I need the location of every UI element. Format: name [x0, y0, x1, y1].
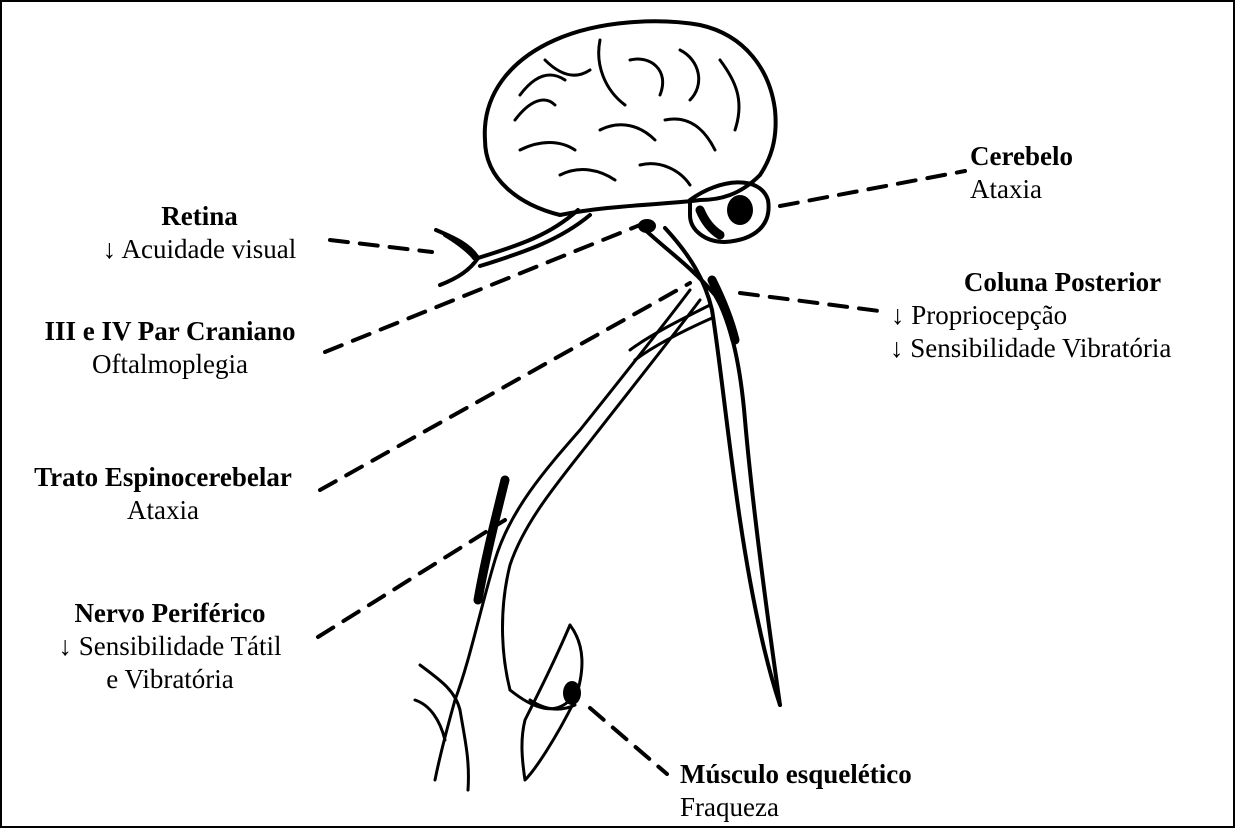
label-cerebelo-effect: Ataxia — [970, 173, 1073, 206]
eye-drawing — [436, 210, 590, 285]
leader-musculo — [590, 708, 667, 774]
label-coluna-effect-2: ↓ Sensibilidade Vibratória — [890, 332, 1235, 365]
label-coluna-posterior: Coluna Posterior ↓ Propriocepção ↓ Sensi… — [890, 266, 1235, 365]
label-par-craniano: III e IV Par Craniano Oftalmoplegia — [20, 315, 320, 381]
label-nervo-periferico: Nervo Periférico ↓ Sensibilidade Tátil e… — [25, 597, 315, 696]
label-trato-espinocerebelar: Trato Espinocerebelar Ataxia — [8, 461, 318, 527]
label-musculo-title: Músculo esquelético — [680, 758, 912, 791]
leader-retina — [330, 240, 432, 252]
label-coluna-effect-1: ↓ Propriocepção — [890, 299, 1235, 332]
label-espino-effect: Ataxia — [8, 494, 318, 527]
label-nervo-effect-2: e Vibratória — [25, 663, 315, 696]
label-craniano-effect: Oftalmoplegia — [20, 348, 320, 381]
label-nervo-effect-1: ↓ Sensibilidade Tátil — [25, 630, 315, 663]
label-cerebelo: Cerebelo Ataxia — [970, 140, 1073, 206]
peripheral-nerve-drawing — [415, 290, 712, 790]
label-retina: Retina ↓ Acuidade visual — [82, 200, 317, 266]
leader-nervo — [318, 520, 505, 637]
lesion-spots — [563, 195, 753, 705]
leader-lines — [318, 171, 965, 774]
brain-drawing — [485, 21, 776, 215]
label-coluna-title: Coluna Posterior — [890, 266, 1235, 299]
label-musculo-esqueletico: Músculo esquelético Fraqueza — [680, 758, 912, 824]
label-cerebelo-title: Cerebelo — [970, 140, 1073, 173]
label-espino-title: Trato Espinocerebelar — [8, 461, 318, 494]
label-retina-title: Retina — [82, 200, 317, 233]
leader-coluna — [740, 293, 887, 312]
label-musculo-effect: Fraqueza — [680, 791, 912, 824]
label-retina-effect: ↓ Acuidade visual — [82, 233, 317, 266]
label-craniano-title: III e IV Par Craniano — [20, 315, 320, 348]
label-nervo-title: Nervo Periférico — [25, 597, 315, 630]
leader-cerebelo — [780, 171, 965, 206]
